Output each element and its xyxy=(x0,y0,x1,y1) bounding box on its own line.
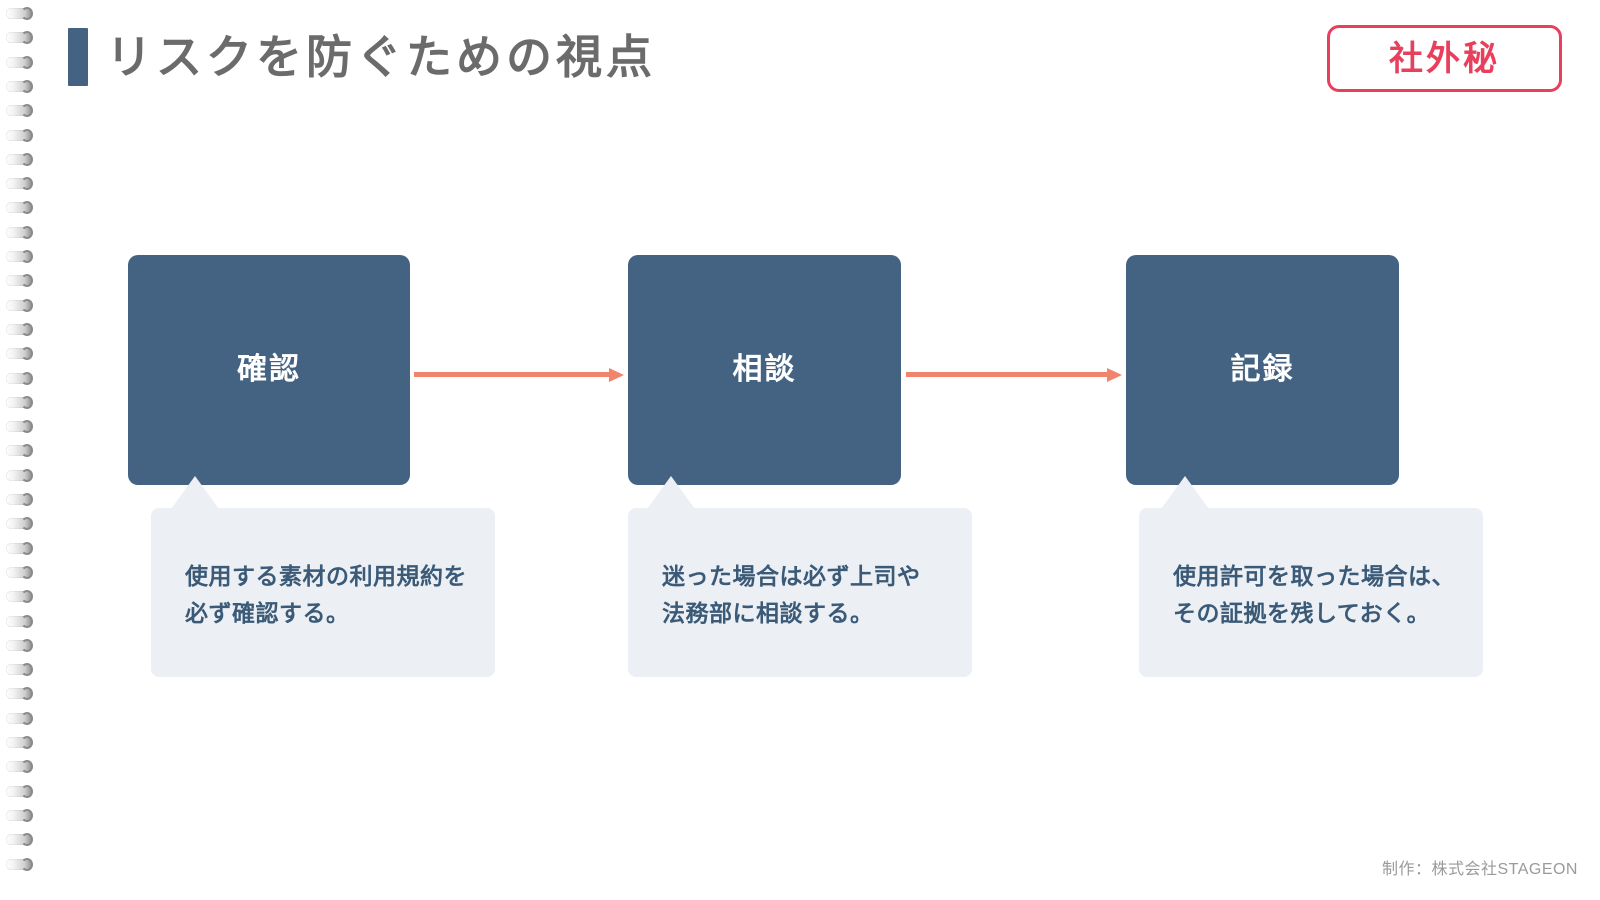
arrow-right-icon-1 xyxy=(414,368,624,382)
flow-caption-2: 迷った場合は必ず上司や 法務部に相談する。 xyxy=(628,476,972,677)
arrow-line-1 xyxy=(414,372,610,377)
caption-pointer-3 xyxy=(1161,476,1209,509)
arrow-head-2 xyxy=(1107,368,1122,382)
caption-pointer-2 xyxy=(647,476,695,509)
flow-caption-3: 使用許可を取った場合は、 その証拠を残しておく。 xyxy=(1139,476,1483,677)
caption-pointer-1 xyxy=(171,476,219,509)
flow-node-2[interactable]: 相談 xyxy=(628,255,901,485)
arrow-head-1 xyxy=(609,368,624,382)
flow-caption-1: 使用する素材の利用規約を 必ず確認する。 xyxy=(151,476,495,677)
page-title: リスクを防ぐための視点 xyxy=(106,31,656,83)
slide-header: リスクを防ぐための視点 社外秘 xyxy=(0,0,1600,120)
flow-node-3[interactable]: 記録 xyxy=(1126,255,1399,485)
confidential-badge-label: 社外秘 xyxy=(1389,39,1500,78)
flow-node-1-label: 確認 xyxy=(237,353,301,386)
arrow-line-2 xyxy=(906,372,1108,377)
flow-node-1[interactable]: 確認 xyxy=(128,255,410,485)
flow-node-2-label: 相談 xyxy=(732,353,797,386)
footer-credit: 制作：株式会社STAGEON xyxy=(1381,861,1578,878)
confidential-badge: 社外秘 xyxy=(1327,25,1562,92)
title-accent-bar xyxy=(68,28,88,86)
flow-node-3-label: 記録 xyxy=(1230,353,1295,386)
arrow-right-icon-2 xyxy=(906,368,1122,382)
flow-caption-3-text: 使用許可を取った場合は、 その証拠を残しておく。 xyxy=(1173,563,1455,626)
flow-caption-1-text: 使用する素材の利用規約を 必ず確認する。 xyxy=(185,563,467,626)
flow-caption-2-text: 迷った場合は必ず上司や 法務部に相談する。 xyxy=(662,563,921,626)
